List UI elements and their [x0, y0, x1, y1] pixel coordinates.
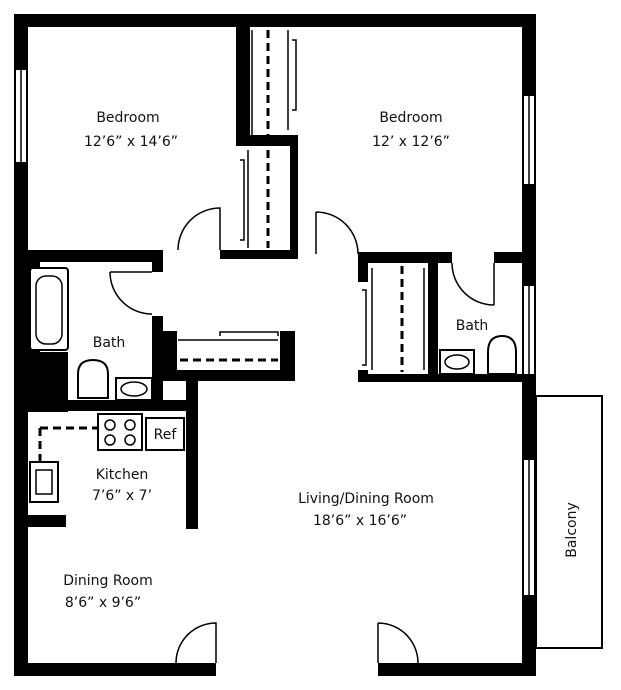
closets: [178, 30, 425, 372]
room-size-living: 18’6” x 16’6”: [313, 513, 407, 529]
room-size-dining: 8’6” x 9’6”: [65, 595, 141, 611]
refrigerator-icon: [145, 417, 185, 451]
room-size-bedroom-left: 12’6” x 14’6”: [84, 134, 178, 150]
kitchen-sink-icon: [29, 461, 59, 503]
windows: [16, 70, 534, 595]
fixtures: [29, 267, 517, 503]
room-name-balcony: Balcony: [564, 502, 580, 558]
room-name-bedroom-left: Bedroom: [96, 110, 159, 126]
stove-icon: [97, 413, 143, 451]
bathtub-icon: [29, 267, 69, 351]
toilet-icon: [77, 358, 109, 399]
room-name-dining: Dining Room: [63, 573, 153, 589]
room-name-bath-right: Bath: [456, 318, 489, 334]
toilet-icon: [487, 334, 517, 375]
room-name-living: Living/Dining Room: [298, 491, 434, 507]
room-size-kitchen: 7’6” x 7’: [92, 488, 152, 504]
balcony: [535, 395, 603, 649]
room-size-bedroom-right: 12’ x 12’6”: [372, 134, 450, 150]
room-name-bath-left: Bath: [93, 335, 126, 351]
room-name-bedroom-right: Bedroom: [379, 110, 442, 126]
room-labels: Bedroom 12’6” x 14’6” Bedroom 12’ x 12’6…: [63, 110, 580, 611]
doors: [109, 207, 495, 664]
interior-walls: [28, 27, 536, 529]
appliance-label-ref: Ref: [154, 427, 178, 443]
room-name-kitchen: Kitchen: [96, 467, 149, 483]
